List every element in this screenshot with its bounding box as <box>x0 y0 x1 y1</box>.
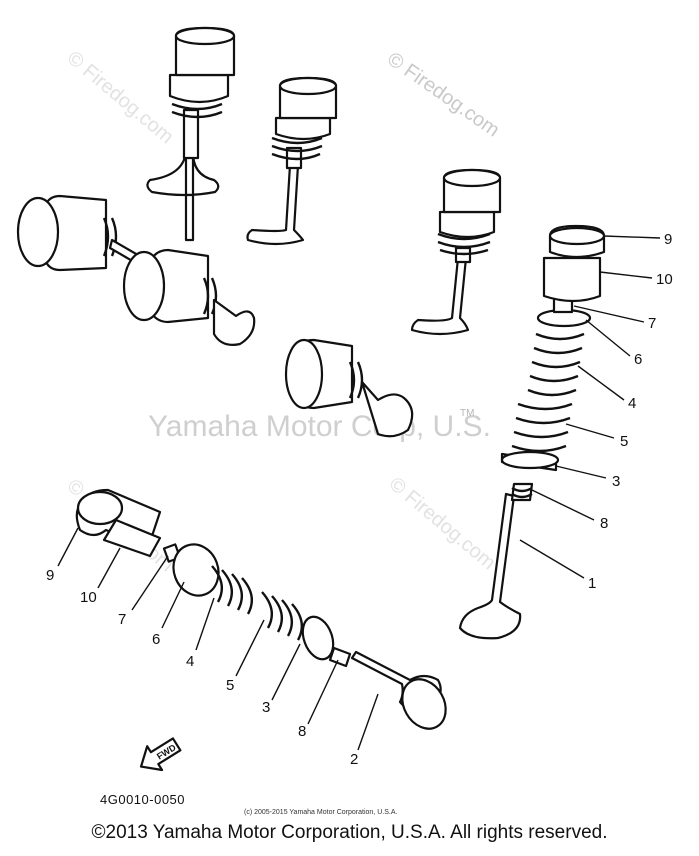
callout-left-10: 10 <box>80 589 97 606</box>
callout-right-9: 9 <box>664 231 672 248</box>
callout-right-7: 7 <box>648 315 656 332</box>
callouts-left: 9 10 7 6 4 5 3 8 2 <box>46 567 358 768</box>
callout-left-4: 4 <box>186 653 194 670</box>
valve-assembly-top-right <box>410 168 502 336</box>
firedog-watermark-top-left: © Firedog.com <box>63 47 178 148</box>
callout-left-8: 8 <box>298 723 306 740</box>
callout-right-6: 6 <box>634 351 642 368</box>
callout-right-4: 4 <box>628 395 636 412</box>
small-copyright: (c) 2005-2015 Yamaha Motor Corporation, … <box>244 809 397 816</box>
trademark-mark: TM <box>460 408 474 419</box>
firedog-watermark-top-right: © Firedog.com <box>383 48 503 141</box>
callout-left-6: 6 <box>152 631 160 648</box>
yamaha-watermark: Yamaha Motor Corp, U.S. <box>148 410 491 443</box>
callout-left-2: 2 <box>350 751 358 768</box>
valve-assembly-left-horizontal <box>16 194 256 346</box>
diagram-code: 4G0010-0050 <box>100 792 185 807</box>
footer-copyright: ©2013 Yamaha Motor Corporation, U.S.A. A… <box>91 822 608 843</box>
valve-assembly-top-center <box>246 76 338 246</box>
firedog-watermark-mid-right: © Firedog.com <box>385 473 500 574</box>
callout-right-10: 10 <box>656 271 673 288</box>
forward-arrow: FWD <box>139 737 182 772</box>
leader-lines-right <box>519 235 661 579</box>
callout-left-5: 5 <box>226 677 234 694</box>
valve-assembly-top-left <box>146 26 236 242</box>
callout-left-7: 7 <box>118 611 126 628</box>
callout-right-1: 1 <box>588 575 596 592</box>
callout-right-5: 5 <box>620 433 628 450</box>
exploded-valve-lower-left <box>75 488 447 730</box>
callout-left-9: 9 <box>46 567 54 584</box>
callout-right-8: 8 <box>600 515 608 532</box>
exploded-valve-right <box>458 224 606 640</box>
valve-assembly-center-horizontal <box>284 338 414 438</box>
callouts-right: 9 10 7 6 4 5 3 8 1 <box>588 231 673 592</box>
callout-right-3: 3 <box>612 473 620 490</box>
callout-left-3: 3 <box>262 699 270 716</box>
leader-lines-left <box>57 527 379 751</box>
